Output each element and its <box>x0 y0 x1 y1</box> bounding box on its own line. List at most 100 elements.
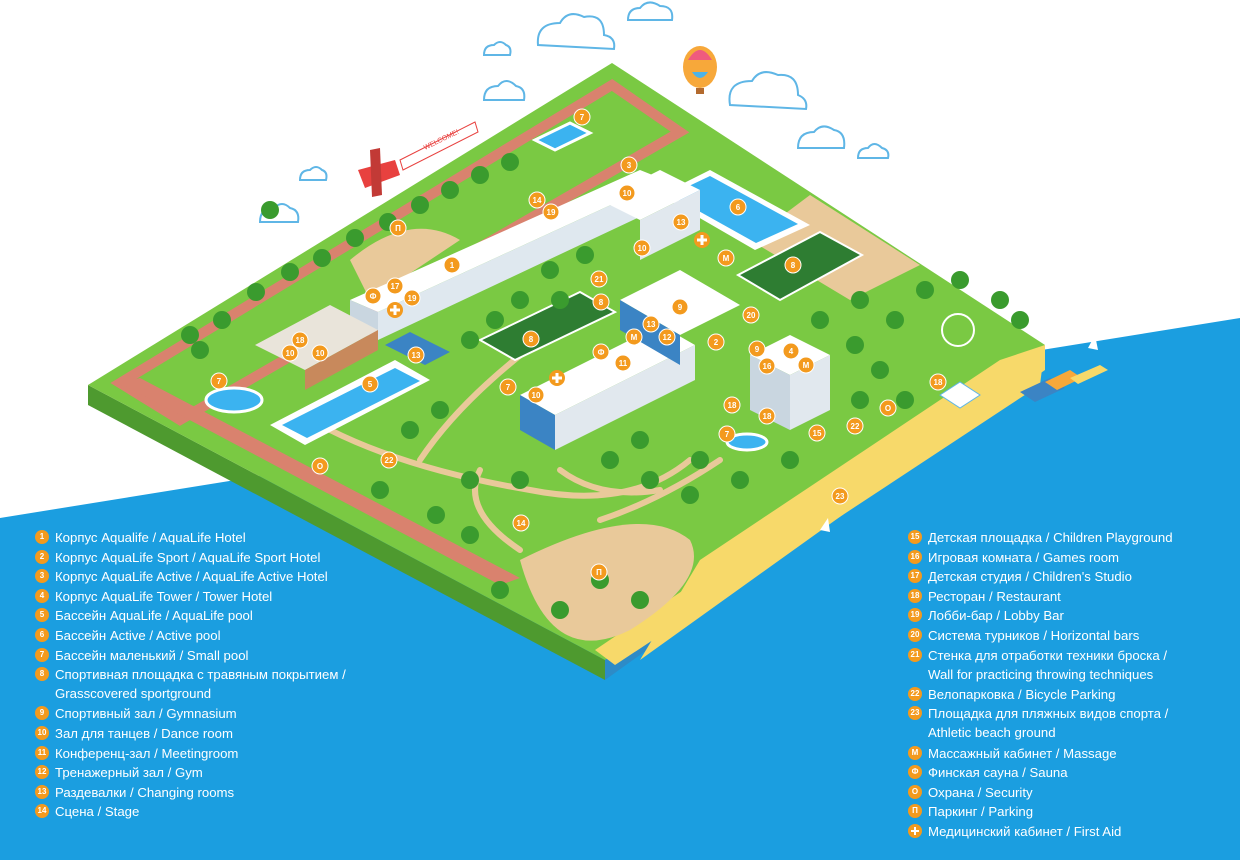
map-marker[interactable]: 16 <box>758 357 776 375</box>
map-marker[interactable]: О <box>311 457 329 475</box>
map-marker[interactable]: 13 <box>672 213 690 231</box>
first-aid-cross-icon[interactable] <box>549 370 565 386</box>
map-marker[interactable]: 18 <box>929 373 947 391</box>
map-marker[interactable]: О <box>879 399 897 417</box>
map-marker[interactable]: 9 <box>671 298 689 316</box>
cloud-icon <box>536 13 616 51</box>
cloud-icon <box>728 71 808 111</box>
legend-label: Корпус Aqualife / AquaLife Hotel <box>55 530 246 545</box>
legend-label: Спортивный зал / Gymnasium <box>55 706 237 722</box>
map-marker[interactable]: 22 <box>846 417 864 435</box>
map-marker-label: 14 <box>517 519 526 528</box>
map-marker[interactable]: 19 <box>542 203 560 221</box>
map-marker[interactable]: 7 <box>499 378 517 396</box>
map-marker-label: 23 <box>836 492 845 501</box>
map-marker[interactable]: 3 <box>620 156 638 174</box>
map-marker[interactable]: 13 <box>407 346 425 364</box>
map-marker[interactable]: 7 <box>718 425 736 443</box>
map-marker[interactable]: 8 <box>784 256 802 274</box>
map-marker[interactable]: 10 <box>618 184 636 202</box>
map-marker[interactable]: 6 <box>729 198 747 216</box>
map-marker[interactable]: 11 <box>614 354 632 372</box>
legend-badge: 16 <box>908 549 922 564</box>
aqualife-pool-water <box>282 368 420 438</box>
map-marker[interactable]: 18 <box>758 407 776 425</box>
map-marker-label: 8 <box>529 335 534 344</box>
map-marker-label: О <box>885 404 891 413</box>
map-marker-circle <box>573 108 591 126</box>
map-marker[interactable]: 13 <box>642 315 660 333</box>
map-marker[interactable]: 22 <box>380 451 398 469</box>
map-marker-label: 14 <box>533 196 542 205</box>
map-marker[interactable]: 10 <box>527 386 545 404</box>
map-marker[interactable]: 18 <box>291 331 309 349</box>
map-marker-circle <box>311 457 329 475</box>
cloud-icon <box>298 166 328 181</box>
map-marker-label: 17 <box>391 282 400 291</box>
map-marker[interactable]: П <box>389 219 407 237</box>
map-marker[interactable]: 8 <box>522 330 540 348</box>
legend-label: Корпус AquaLife Sport / AquaLife Sport H… <box>55 549 321 565</box>
legend-badge: 3 <box>35 569 49 584</box>
map-marker[interactable]: 14 <box>512 514 530 532</box>
map-marker[interactable]: П <box>590 563 608 581</box>
map-marker[interactable]: 2 <box>707 333 725 351</box>
map-marker-circle <box>723 396 741 414</box>
map-marker-circle <box>748 340 766 358</box>
map-marker-label: 6 <box>736 203 741 212</box>
map-marker-label: 10 <box>316 349 325 358</box>
map-marker-label: П <box>395 224 401 233</box>
legend-label: Велопарковка / Bicycle Parking <box>928 686 1116 702</box>
map-marker[interactable]: 15 <box>808 424 826 442</box>
map-marker[interactable]: 19 <box>403 289 421 307</box>
map-marker[interactable]: 7 <box>210 372 228 390</box>
first-aid-cross-icon[interactable] <box>694 232 710 248</box>
map-marker[interactable]: М <box>717 249 735 267</box>
map-marker[interactable]: 10 <box>311 344 329 362</box>
map-marker-label: О <box>317 462 323 471</box>
map-marker[interactable]: 10 <box>281 344 299 362</box>
map-marker-circle <box>784 256 802 274</box>
map-marker[interactable]: 4 <box>782 342 800 360</box>
map-marker-label: М <box>631 333 638 342</box>
map-marker[interactable]: М <box>625 328 643 346</box>
map-marker[interactable]: Ф <box>592 343 610 361</box>
map-marker[interactable]: 12 <box>658 328 676 346</box>
first-aid-cross-icon[interactable] <box>387 302 403 318</box>
trees <box>181 153 1029 619</box>
map-marker[interactable]: 23 <box>831 487 849 505</box>
map-marker[interactable]: М <box>797 356 815 374</box>
map-marker-label: 8 <box>791 261 796 270</box>
map-marker-label: 10 <box>623 189 632 198</box>
map-marker-label: 5 <box>368 380 373 389</box>
map-marker[interactable]: 10 <box>633 239 651 257</box>
cloud-icon <box>626 1 674 21</box>
map-marker[interactable]: 18 <box>723 396 741 414</box>
map-marker[interactable]: 9 <box>748 340 766 358</box>
map-marker-circle <box>592 293 610 311</box>
map-marker[interactable]: 5 <box>361 375 379 393</box>
sportsground <box>477 290 618 362</box>
legend-label: Бассейн маленький / Small pool <box>55 647 249 663</box>
map-marker[interactable]: 7 <box>573 108 591 126</box>
map-marker[interactable]: 21 <box>590 270 608 288</box>
map-marker[interactable]: 14 <box>528 191 546 209</box>
map-marker[interactable]: Ф <box>364 287 382 305</box>
map-marker[interactable]: 17 <box>386 277 404 295</box>
legend-badge: 19 <box>908 608 922 623</box>
map-marker-circle <box>364 287 382 305</box>
map-marker[interactable]: 8 <box>592 293 610 311</box>
map-marker-circle <box>707 333 725 351</box>
map-marker[interactable]: 20 <box>742 306 760 324</box>
map-marker[interactable]: 1 <box>443 256 461 274</box>
map-marker-circle <box>614 354 632 372</box>
map-marker-label: 10 <box>286 349 295 358</box>
